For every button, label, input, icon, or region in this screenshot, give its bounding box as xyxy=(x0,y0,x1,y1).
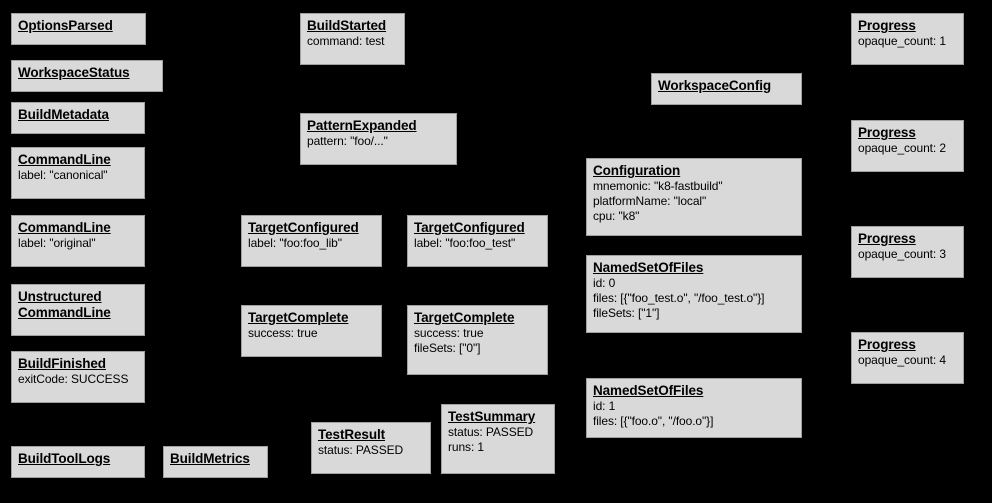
node-title: Progress xyxy=(858,231,916,246)
node-field: opaque_count: 1 xyxy=(858,34,946,48)
node-title: CommandLine xyxy=(18,220,111,235)
node-fields: exitCode: SUCCESS xyxy=(18,372,139,387)
node-title: TargetConfigured xyxy=(414,220,525,235)
node-unstructured-command-line[interactable]: Unstructured CommandLine xyxy=(11,284,145,336)
node-field: success: true xyxy=(414,326,484,340)
node-field: id: 1 xyxy=(593,399,616,413)
node-fields: label: "canonical" xyxy=(18,168,139,183)
node-field: opaque_count: 2 xyxy=(858,141,946,155)
node-title: BuildStarted xyxy=(307,18,387,33)
node-options-parsed[interactable]: OptionsParsed xyxy=(11,13,146,45)
node-title: BuildMetrics xyxy=(170,451,250,466)
node-title: TestSummary xyxy=(448,409,536,424)
node-fields: opaque_count: 3 xyxy=(858,247,958,262)
node-field: status: PASSED xyxy=(448,425,534,439)
node-field: runs: 1 xyxy=(448,440,484,454)
node-field: exitCode: SUCCESS xyxy=(18,372,129,386)
node-fields: opaque_count: 1 xyxy=(858,34,958,49)
node-title: Progress xyxy=(858,125,916,140)
node-title: Progress xyxy=(858,18,916,33)
node-fields: pattern: "foo/..." xyxy=(307,134,451,149)
node-field: opaque_count: 4 xyxy=(858,353,946,367)
node-field: status: PASSED xyxy=(318,443,404,457)
node-fields: opaque_count: 2 xyxy=(858,141,958,156)
node-title: WorkspaceStatus xyxy=(18,65,130,80)
node-field: files: [{"foo.o", "/foo.o"}] xyxy=(593,414,714,428)
node-fields: status: PASSED xyxy=(318,443,425,458)
node-field: label: "foo:foo_test" xyxy=(414,236,516,250)
node-fields: label: "foo:foo_lib" xyxy=(248,236,376,251)
node-title: TargetConfigured xyxy=(248,220,359,235)
node-title: CommandLine xyxy=(18,152,111,167)
node-build-tool-logs[interactable]: BuildToolLogs xyxy=(11,446,145,478)
node-workspace-status[interactable]: WorkspaceStatus xyxy=(11,60,163,92)
node-field: fileSets: ["1"] xyxy=(593,306,660,320)
node-fields: command: test xyxy=(307,34,399,49)
node-title: Progress xyxy=(858,337,916,352)
node-field: command: test xyxy=(307,34,385,48)
node-field: opaque_count: 3 xyxy=(858,247,946,261)
node-title: BuildMetadata xyxy=(18,107,109,122)
node-title: TargetComplete xyxy=(248,310,349,325)
node-title: OptionsParsed xyxy=(18,18,113,33)
node-field: label: "canonical" xyxy=(18,168,108,182)
node-field: label: "foo:foo_lib" xyxy=(248,236,342,250)
node-workspace-config[interactable]: WorkspaceConfig xyxy=(651,73,802,105)
node-title: TestResult xyxy=(318,427,386,442)
node-field: cpu: "k8" xyxy=(593,209,640,223)
node-field: files: [{"foo_test.o", "/foo_test.o"}] xyxy=(593,291,765,305)
node-field: success: true xyxy=(248,326,318,340)
node-fields: label: "foo:foo_test" xyxy=(414,236,542,251)
node-title: PatternExpanded xyxy=(307,118,417,133)
node-field: mnemonic: "k8-fastbuild" xyxy=(593,179,723,193)
node-field: platformName: "local" xyxy=(593,194,707,208)
node-field: label: "original" xyxy=(18,236,96,250)
node-build-metrics[interactable]: BuildMetrics xyxy=(163,446,268,478)
node-title: TargetComplete xyxy=(414,310,515,325)
node-title: WorkspaceConfig xyxy=(658,78,772,93)
node-title: NamedSetOfFiles xyxy=(593,260,704,275)
node-title: Configuration xyxy=(593,163,681,178)
node-fields: mnemonic: "k8-fastbuild"platformName: "l… xyxy=(593,179,796,224)
node-title: NamedSetOfFiles xyxy=(593,383,704,398)
node-field: fileSets: ["0"] xyxy=(414,341,481,355)
node-field: pattern: "foo/..." xyxy=(307,134,388,148)
node-fields: opaque_count: 4 xyxy=(858,353,958,368)
node-title: Unstructured CommandLine xyxy=(18,289,111,320)
node-title: BuildToolLogs xyxy=(18,451,111,466)
node-title: BuildFinished xyxy=(18,356,106,371)
node-build-metadata[interactable]: BuildMetadata xyxy=(11,102,145,134)
node-fields: success: true xyxy=(248,326,376,341)
node-fields: label: "original" xyxy=(18,236,139,251)
node-field: id: 0 xyxy=(593,276,616,290)
